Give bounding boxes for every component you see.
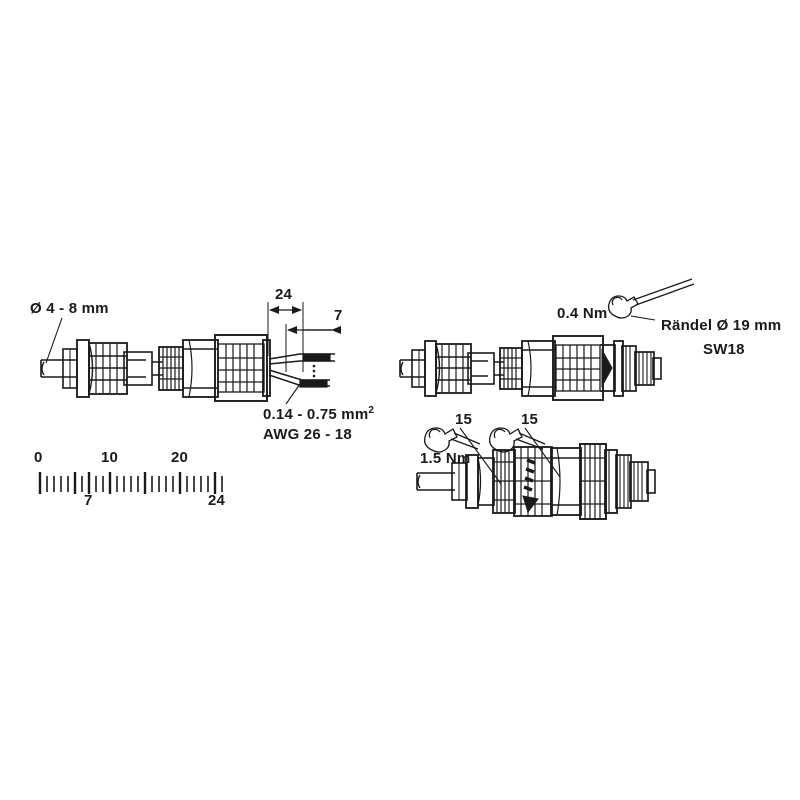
ruler-label-below-24: 24	[208, 492, 226, 509]
dimension-label-7: 7	[334, 307, 343, 324]
insert-ribbed-sleeve	[158, 346, 184, 391]
label-awg-range: AWG 26 - 18	[263, 426, 352, 443]
ruler-label-below-7: 7	[84, 492, 93, 509]
mid-hex-block	[123, 351, 153, 386]
label-knurl-diameter: Rändel Ø 19 mm	[661, 317, 782, 334]
ruler-label-above-0: 0	[34, 449, 43, 466]
exploded-connector-left	[40, 302, 341, 405]
open-end-wrench-icon-left	[424, 427, 481, 453]
leader-cable-diameter	[45, 317, 63, 364]
open-end-wrench-icon-top	[607, 278, 695, 319]
gland-collar	[62, 348, 78, 389]
leader-wrench-left	[459, 427, 502, 485]
conductor-area-superscript: 2	[368, 405, 375, 416]
assembled-connector-top-right	[399, 278, 695, 401]
rotation-arrow-icon	[522, 458, 539, 514]
ruler-label-above-20: 20	[171, 449, 189, 466]
label-torque-0-4nm: 0.4 Nm	[557, 305, 608, 322]
ruler-label-above-10: 10	[101, 449, 119, 466]
label-wrench-size-left-15: 15	[455, 411, 473, 428]
leader-knurl-label	[630, 315, 656, 321]
connector-body-barrel	[182, 339, 219, 398]
wire-continuation-dots	[312, 364, 316, 378]
conductor-area-value: 0.14 - 0.75 mm	[263, 406, 369, 423]
open-end-wrench-icon-right	[489, 427, 546, 453]
leader-wrench-right	[524, 427, 561, 478]
label-wrench-size-right-15: 15	[521, 411, 539, 428]
gland-shaft	[127, 359, 146, 378]
scale-ruler-graphic	[38, 472, 223, 494]
coupling-knurled-section	[214, 334, 271, 402]
assembled-connector-bottom-right	[416, 427, 656, 520]
label-cable-diameter: Ø 4 - 8 mm	[30, 300, 109, 317]
leader-conductor-spec	[285, 383, 301, 405]
dimension-lines	[267, 302, 341, 372]
label-conductor-cross-section: 0.14 - 0.75 mm2	[263, 405, 374, 423]
gland-knurled-nut	[76, 339, 128, 398]
label-torque-1-5nm: 1.5 Nm	[420, 450, 471, 467]
label-wrench-size-sw18: SW18	[703, 341, 745, 358]
dimension-label-24: 24	[275, 286, 293, 303]
